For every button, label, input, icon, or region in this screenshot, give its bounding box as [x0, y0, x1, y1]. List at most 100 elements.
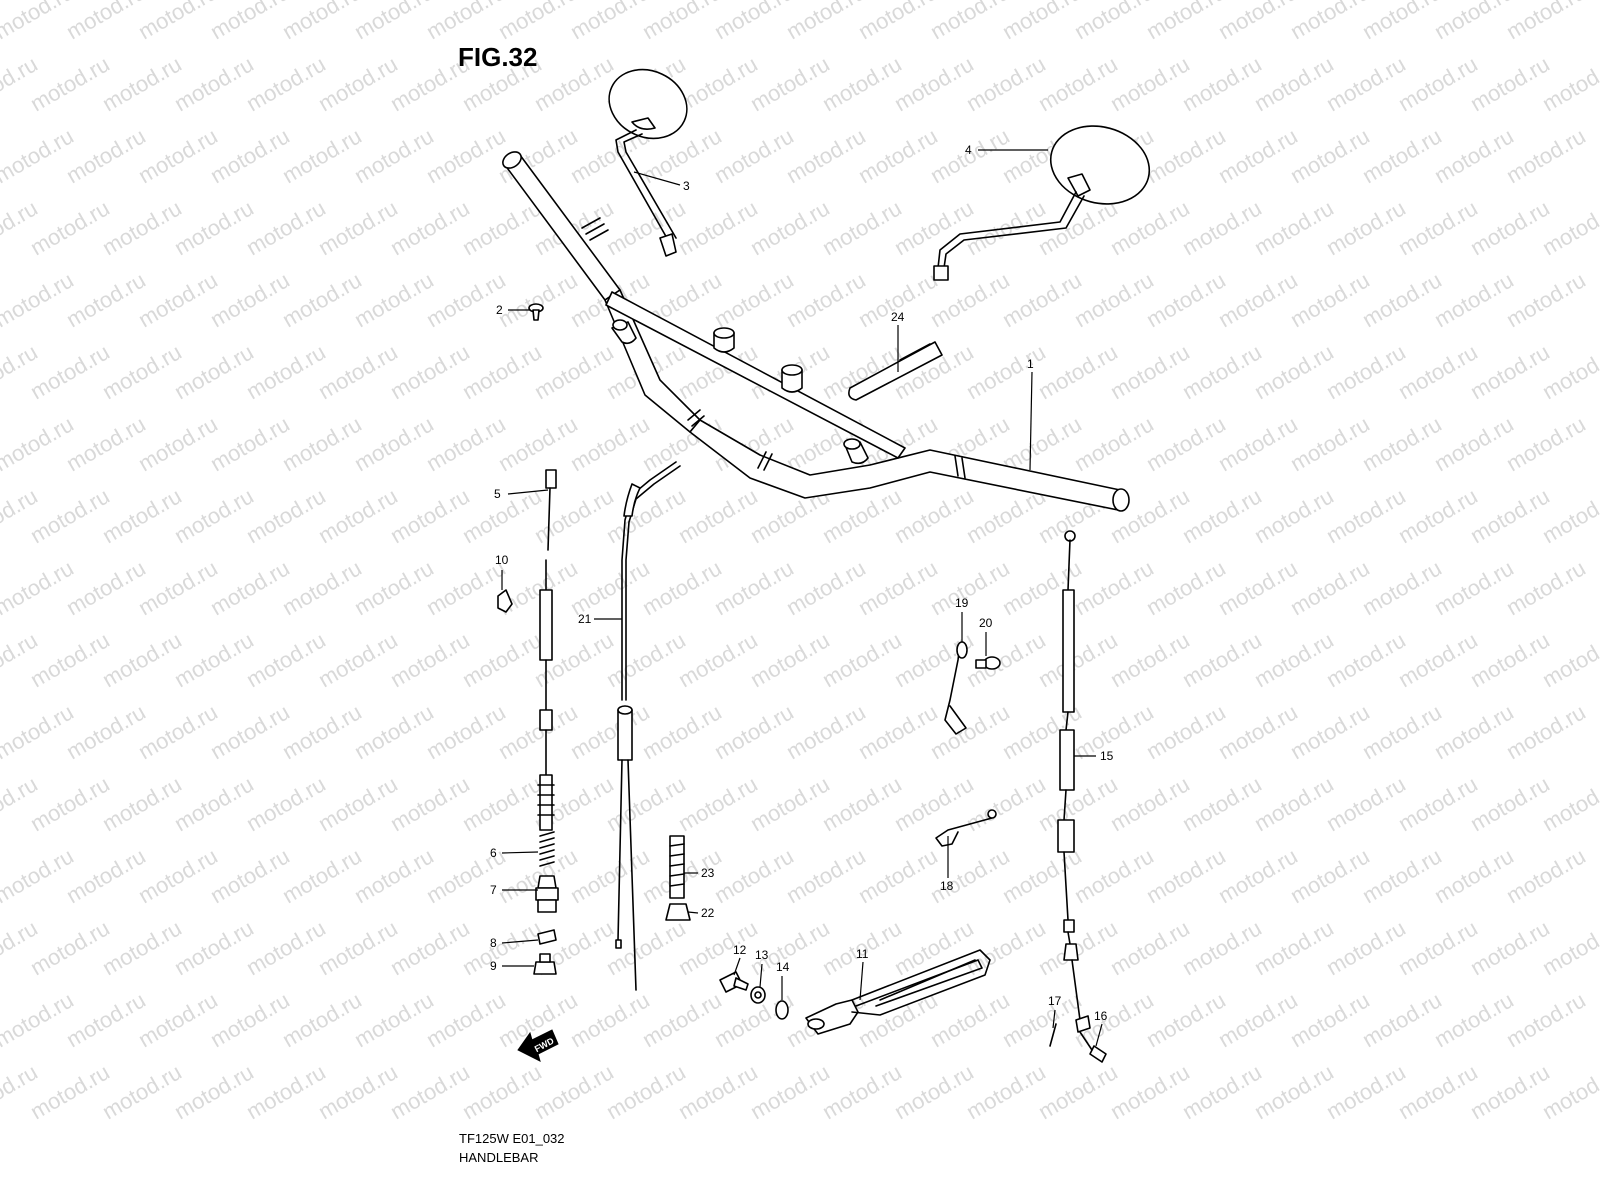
watermark-text: motod.ru [1178, 915, 1266, 980]
watermark-text: motod.ru [26, 915, 114, 980]
watermark-text: motod.ru [998, 987, 1086, 1052]
watermark-text: motod.ru [782, 123, 870, 188]
spring-part-6 [539, 831, 555, 867]
watermark-text: motod.ru [890, 195, 978, 260]
watermark-text: motod.ru [170, 915, 258, 980]
watermark-text: motod.ru [746, 1059, 834, 1124]
watermark-text: motod.ru [1214, 843, 1302, 908]
watermark-text: motod.ru [62, 267, 150, 332]
watermark-text: motod.ru [386, 483, 474, 548]
watermark-text: motod.ru [170, 1059, 258, 1124]
spring-part-23 [669, 835, 685, 899]
right-mirror-part [933, 125, 1151, 281]
watermark-text: motod.ru [242, 627, 330, 692]
watermark-text: motod.ru [1430, 555, 1518, 620]
watermark-text: motod.ru [1250, 627, 1338, 692]
watermark-text: motod.ru [1394, 195, 1482, 260]
watermark-text: motod.ru [422, 267, 510, 332]
watermark-text: motod.ru [1394, 339, 1482, 404]
watermark-text: motod.ru [170, 483, 258, 548]
watermark-text: motod.ru [782, 699, 870, 764]
watermark-text: motod.ru [1502, 555, 1590, 620]
watermark-text: motod.ru [1214, 267, 1302, 332]
watermark-text: motod.ru [1106, 339, 1194, 404]
watermark-text: motod.ru [62, 699, 150, 764]
watermark-text: motod.ru [1502, 699, 1590, 764]
watermark-text: motod.ru [1430, 123, 1518, 188]
watermark-text: motod.ru [314, 915, 402, 980]
clip-part-10 [497, 589, 513, 613]
leader-lines [501, 149, 1103, 1047]
watermark-text: motod.ru [818, 627, 906, 692]
left-mirror-part [608, 68, 688, 257]
throttle-cable-part-5 [537, 469, 557, 831]
callout-6: 6 [490, 846, 497, 860]
watermark-text: motod.ru [1466, 483, 1554, 548]
watermark-text: motod.ru [170, 195, 258, 260]
watermark-text: motod.ru [1358, 843, 1446, 908]
watermark-text: motod.ru [566, 987, 654, 1052]
watermark-text: motod.ru [206, 123, 294, 188]
watermark-text: motod.ru [62, 555, 150, 620]
watermark-text: motod.ru [746, 51, 834, 116]
callout-7: 7 [490, 883, 497, 897]
watermark-text: motod.ru [242, 915, 330, 980]
watermark-text: motod.ru [0, 267, 78, 332]
watermark-text: motod.ru [1034, 627, 1122, 692]
callout-2: 2 [496, 303, 503, 317]
watermark-text: motod.ru [134, 699, 222, 764]
watermark-text: motod.ru [1250, 1059, 1338, 1124]
watermark-text: motod.ru [458, 771, 546, 836]
watermark-text: motod.ru [278, 555, 366, 620]
watermark-text: motod.ru [602, 483, 690, 548]
watermark-text: motod.ru [242, 339, 330, 404]
watermark-text: motod.ru [746, 195, 834, 260]
watermark-text: motod.ru [1502, 267, 1590, 332]
watermark-text: motod.ru [170, 339, 258, 404]
watermark-text: motod.ru [1034, 195, 1122, 260]
watermark-text: motod.ru [566, 411, 654, 476]
section-title: HANDLEBAR [459, 1150, 538, 1165]
callout-labels: 1 2 3 4 5 6 7 8 9 10 11 12 13 14 15 16 1… [490, 143, 1114, 1023]
watermark-text: motod.ru [1394, 1059, 1482, 1124]
lever-holder-part-11 [805, 949, 991, 1035]
watermark-text: motod.ru [314, 483, 402, 548]
watermark-text: motod.ru [530, 1059, 618, 1124]
watermark-text: motod.ru [962, 1059, 1050, 1124]
watermark-text: motod.ru [134, 267, 222, 332]
watermark-text: motod.ru [314, 195, 402, 260]
watermark-text: motod.ru [926, 699, 1014, 764]
watermark-text: motod.ru [242, 771, 330, 836]
clutch-cable-part-15 [1057, 530, 1081, 1021]
watermark-text: motod.ru [314, 771, 402, 836]
callout-12: 12 [733, 943, 747, 957]
watermark-text: motod.ru [998, 267, 1086, 332]
watermark-text: motod.ru [566, 555, 654, 620]
watermark-text: motod.ru [890, 51, 978, 116]
watermark-text: motod.ru [854, 699, 942, 764]
watermark-text: motod.ru [314, 339, 402, 404]
watermark-text: motod.ru [134, 411, 222, 476]
watermark-text: motod.ru [26, 1059, 114, 1124]
watermark-text: motod.ru [1322, 771, 1410, 836]
cable-part-21 [615, 461, 681, 991]
watermark-text: motod.ru [890, 915, 978, 980]
watermark-text: motod.ru [98, 771, 186, 836]
watermark-text: motod.ru [350, 843, 438, 908]
spring-clip-part-18 [935, 809, 997, 847]
watermark-text: motod.ru [1178, 627, 1266, 692]
watermark-text: motod.ru [62, 123, 150, 188]
watermark-text: motod.ru [386, 339, 474, 404]
watermark-text: motod.ru [1286, 843, 1374, 908]
callout-19: 19 [955, 596, 969, 610]
watermark-text: motod.ru [962, 51, 1050, 116]
watermark-text: motod.ru [1106, 1059, 1194, 1124]
watermark-text: motod.ru [782, 843, 870, 908]
watermark-text: motod.ru [1034, 771, 1122, 836]
callout-24: 24 [891, 310, 905, 324]
watermark-text: motod.ru [638, 699, 726, 764]
watermark-text: motod.ru [422, 987, 510, 1052]
watermark-text: motod.ru [206, 987, 294, 1052]
watermark-text: motod.ru [1070, 267, 1158, 332]
watermark-text: motod.ru [1142, 267, 1230, 332]
